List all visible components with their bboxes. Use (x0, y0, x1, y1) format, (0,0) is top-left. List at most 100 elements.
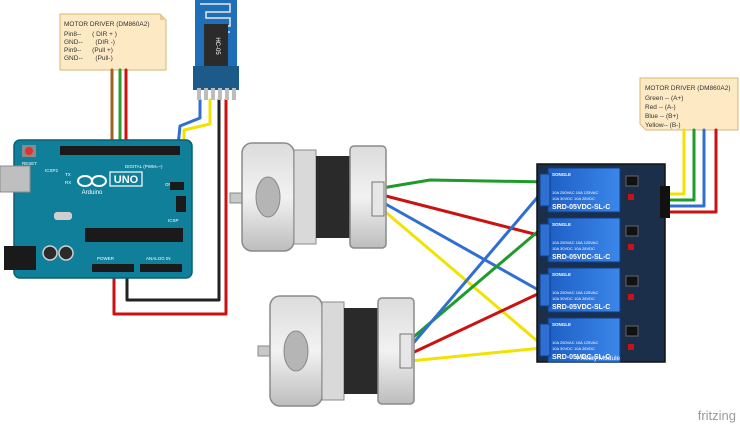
status-led (628, 344, 634, 350)
arduino-pcb (13, 139, 193, 279)
relay-brand: SONGLE (552, 322, 571, 327)
pin (218, 88, 222, 100)
relay-rating: 10A 30VDC 10A 28VDC (552, 296, 595, 301)
status-led (628, 294, 634, 300)
infinity-right-icon (91, 175, 107, 187)
optocoupler (625, 225, 639, 237)
wire-yellow (182, 98, 212, 148)
bluetooth-model: HC-05 (214, 37, 220, 55)
wire-red (658, 128, 718, 214)
note-left-line: GND-- (Pull-) (64, 55, 113, 62)
reset-label: RESET (22, 161, 37, 166)
relay-input-header (660, 186, 670, 218)
wire-green (658, 128, 696, 202)
fritzing-watermark: fritzing (698, 408, 736, 423)
relay-rating: 10A 30VDC 10A 28VDC (552, 246, 595, 251)
bluetooth-module: HC-05 (193, 0, 239, 100)
wire-blue (176, 98, 202, 148)
note-right-line: Blue -- (B+) (645, 113, 678, 120)
relay-body (547, 267, 621, 313)
pin (197, 88, 201, 100)
relay-rating: 10A 250VAC 10A 125VAC (552, 340, 598, 345)
bluetooth-base (193, 66, 239, 90)
relay-rating: 10A 250VAC 10A 125VAC (552, 190, 598, 195)
screw-terminal (539, 173, 551, 207)
wire-blue (658, 128, 706, 208)
wires (110, 68, 718, 363)
analog-label: ANALOG IN (146, 256, 171, 261)
bluetooth-chip (204, 24, 228, 66)
motor-connector (371, 181, 385, 217)
stepper-motor-2 (257, 295, 415, 407)
analog-header (140, 264, 182, 272)
relay-model: SRD-05VDC-SL-C (552, 354, 610, 361)
stepper-motor-1 (229, 142, 387, 252)
optocoupler (625, 275, 639, 287)
wire-blue (380, 200, 544, 294)
led-block (170, 182, 184, 190)
motor-body (316, 156, 350, 238)
note-right-line: Yellow-- (B-) (645, 122, 681, 129)
relay-model: SRD-05VDC-SL-C (552, 254, 610, 261)
note-left-title: MOTOR DRIVER (DM860A2) (64, 21, 149, 28)
wire-red (380, 193, 544, 238)
relay-rating: 10A 30VDC 10A 28VDC (552, 346, 595, 351)
wire-green (380, 178, 552, 190)
usb-port (0, 165, 31, 193)
relay-brand: SONGLE (552, 172, 571, 177)
screw-terminal (539, 273, 551, 307)
note-left-paper (59, 13, 167, 71)
motor-rear-cap (349, 145, 387, 249)
status-led (628, 194, 634, 200)
arduino-brand: Arduino (82, 190, 103, 196)
relay-model: SRD-05VDC-SL-C (552, 304, 610, 311)
capacitor (58, 245, 74, 261)
wire-blue (408, 190, 544, 349)
relay-rating: 10A 250VAC 10A 125VAC (552, 240, 598, 245)
relay-body (547, 317, 621, 363)
pin (211, 88, 215, 100)
note-right-paper (639, 77, 739, 131)
bluetooth-pins (197, 88, 236, 100)
wire-black (125, 98, 221, 302)
note-left-line: GND-- (DIR -) (64, 39, 115, 46)
motor-rear-cap (377, 297, 415, 405)
wire-yellow (408, 346, 544, 363)
tx-label: TX (65, 172, 71, 177)
wire-red (408, 290, 544, 356)
reset-button-cap[interactable] (25, 147, 33, 155)
motor-ring (321, 301, 345, 401)
pin (232, 88, 236, 100)
capacitor (42, 245, 58, 261)
note-right-line: Green -- (A+) (645, 95, 683, 102)
relay-module-label: 4 Relay Module (575, 355, 621, 362)
note-left-line: Pin8-- ( DIR + ) (64, 31, 117, 38)
digital-label: DIGITAL (PWM=~) (125, 164, 163, 169)
wire-red (112, 98, 228, 316)
power-label: POWER (97, 256, 115, 261)
icsp-label-right: ICSP (168, 218, 179, 223)
relay-rating: 10A 250VAC 10A 125VAC (552, 290, 598, 295)
note-right: MOTOR DRIVER (DM860A2) Green -- (A+) Red… (639, 77, 739, 131)
motor-body (344, 308, 378, 394)
digital-header (60, 146, 180, 155)
relay-brand: SONGLE (552, 222, 571, 227)
screw-terminal (539, 323, 551, 357)
relay-brand: SONGLE (552, 272, 571, 277)
arduino-model: UNO (114, 174, 139, 186)
note-left: MOTOR DRIVER (DM860A2) Pin8-- ( DIR + ) … (59, 13, 167, 71)
crystal (54, 212, 72, 220)
relay-body (547, 167, 621, 213)
relay-rating: 10A 30VDC 10A 28VDC (552, 196, 595, 201)
note-left-line: Pin9-- (Pull +) (64, 47, 113, 54)
motor-boss (283, 330, 309, 372)
relay-body (547, 217, 621, 263)
status-led (628, 244, 634, 250)
optocoupler (625, 175, 639, 187)
